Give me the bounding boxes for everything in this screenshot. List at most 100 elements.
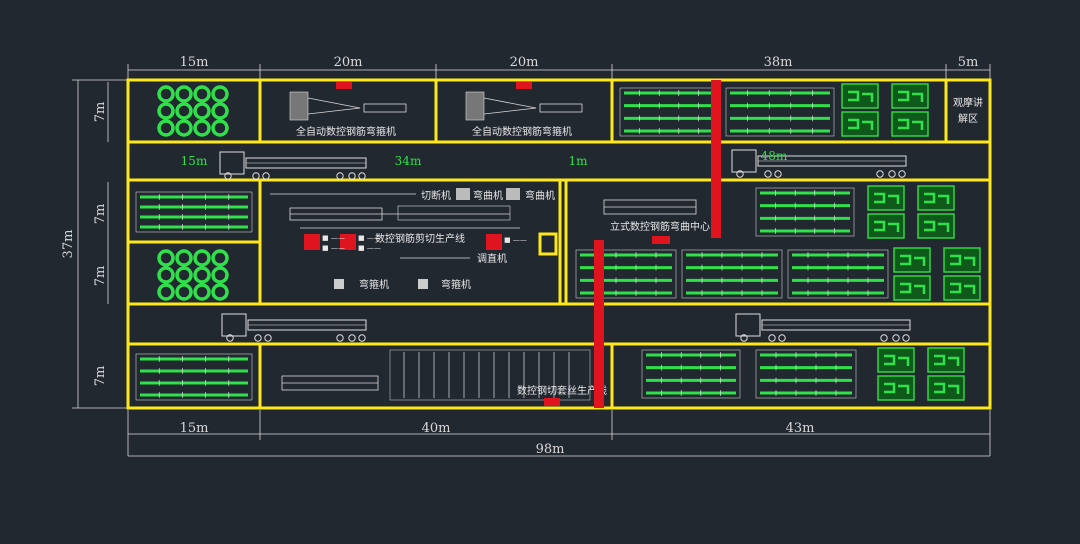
rebar-coil xyxy=(193,249,211,267)
vertical-bending-center: 立式数控钢筋弯曲中心 xyxy=(603,199,710,244)
dim-top-5: 5m xyxy=(958,55,979,70)
bender-1-label: 全自动数控钢筋弯箍机 xyxy=(296,125,396,138)
top-dimensions: 15m 20m 20m 38m 5m xyxy=(127,55,991,80)
bundle-frame xyxy=(681,249,783,299)
truck-cab xyxy=(221,313,247,337)
bundle-frame xyxy=(619,87,719,137)
dim-bottom-3: 43m xyxy=(786,421,815,436)
truck-wheel xyxy=(348,334,356,342)
straightener-label: 调直机 xyxy=(477,252,507,265)
rebar-coil xyxy=(157,249,175,267)
svg-text:■ ——: ■ —— xyxy=(504,236,527,244)
saw-threading-line: 数控钢切套丝生产线 xyxy=(281,349,607,406)
truck-wheel xyxy=(264,334,272,342)
truck-wheel xyxy=(892,334,900,342)
truck-wheel xyxy=(224,172,232,180)
rebar-coil xyxy=(211,119,229,137)
stirrup-bins xyxy=(841,83,981,401)
svg-text:■ ——: ■ —— xyxy=(322,244,345,252)
bender-machine-1: 全自动数控钢筋弯箍机 xyxy=(289,82,407,138)
truck-wheel xyxy=(778,334,786,342)
road-dim-4: 48m xyxy=(761,149,788,163)
stirrup xyxy=(900,282,926,294)
rebar-coil xyxy=(193,102,211,120)
stirrup xyxy=(884,354,910,366)
dim-top-3: 20m xyxy=(510,55,539,70)
dim-row-2: 7m xyxy=(93,204,108,225)
dim-top-1: 15m xyxy=(180,55,209,70)
truck-wheel xyxy=(226,334,234,342)
rebar-coil xyxy=(211,283,229,301)
zone-borders xyxy=(126,78,992,410)
dim-bottom-1: 15m xyxy=(180,421,209,436)
rebar-coil xyxy=(211,266,229,284)
rebar-coil-stack-1 xyxy=(157,85,229,137)
rebar-coil xyxy=(211,85,229,103)
bend-c-label: 弯箍机 xyxy=(359,278,389,291)
shear-production-line: 切断机 弯曲机 弯曲机 ■ —— ■ —— ■ —— ■ —— ■ —— 数控钢… xyxy=(270,188,555,291)
bundle-frame xyxy=(575,249,677,299)
bender-2-label: 全自动数控钢筋弯箍机 xyxy=(472,125,572,138)
bend-b-label: 弯曲机 xyxy=(525,189,555,202)
rebar-coil xyxy=(157,266,175,284)
stirrup xyxy=(950,254,976,266)
svg-text:■ ——: ■ —— xyxy=(358,234,381,242)
truck-cab xyxy=(731,149,757,173)
gantry-crane-2 xyxy=(594,240,604,408)
gantry-crane-1 xyxy=(711,80,721,238)
dim-left-total: 37m xyxy=(61,230,76,259)
bender-machine-2: 全自动数控钢筋弯箍机 xyxy=(465,82,583,138)
cutter-label: 切断机 xyxy=(421,189,451,202)
rebar-coil xyxy=(193,283,211,301)
truck-wheel xyxy=(888,170,896,178)
shear-line-label: 数控钢筋剪切生产线 xyxy=(375,232,465,245)
road-dimensions: 15m 34m 1m 48m xyxy=(181,149,788,168)
bundle-frame xyxy=(755,349,857,399)
stirrup xyxy=(924,192,950,204)
truck-wheel xyxy=(774,170,782,178)
truck-wheel xyxy=(254,334,262,342)
rebar-coil xyxy=(193,119,211,137)
truck-wheel xyxy=(336,334,344,342)
rest-area-label: 观摩讲解区 xyxy=(953,96,983,125)
rebar-coil xyxy=(175,119,193,137)
rebar-coil xyxy=(211,102,229,120)
vertical-center-label: 立式数控钢筋弯曲中心 xyxy=(610,220,710,233)
truck-wheel xyxy=(736,170,744,178)
truck-wheel xyxy=(358,172,366,180)
stirrup xyxy=(934,354,960,366)
bundle-frame xyxy=(135,191,253,233)
truck-wheel xyxy=(358,334,366,342)
stirrup xyxy=(950,282,976,294)
truck-wheel xyxy=(336,172,344,180)
trucks xyxy=(219,149,911,342)
road-dim-3: 1m xyxy=(568,154,588,168)
truck-wheel xyxy=(876,170,884,178)
stirrup-bin xyxy=(877,347,915,373)
rebar-coil xyxy=(175,85,193,103)
road-dim-1: 15m xyxy=(181,154,208,168)
rebar-coil-stack-2 xyxy=(157,249,229,301)
svg-text:■ ——: ■ —— xyxy=(322,234,345,242)
dim-top-2: 20m xyxy=(334,55,363,70)
truck-wheel xyxy=(740,334,748,342)
bundle-frame xyxy=(787,249,889,299)
rebar-coil xyxy=(157,85,175,103)
stirrup xyxy=(874,192,900,204)
truck-wheel xyxy=(898,170,906,178)
truck-wheel xyxy=(902,334,910,342)
rebar-coil xyxy=(175,266,193,284)
truck-wheel xyxy=(764,170,772,178)
stirrup xyxy=(924,220,950,232)
bundle-frame xyxy=(725,87,835,137)
bottom-dimensions: 15m 40m 43m 98m xyxy=(127,410,991,457)
bend-d-label: 弯箍机 xyxy=(441,278,471,291)
rebar-coil xyxy=(157,283,175,301)
rebar-coil xyxy=(157,102,175,120)
bundle-frame xyxy=(755,187,855,237)
stirrup xyxy=(900,254,926,266)
stirrup xyxy=(934,382,960,394)
stirrup xyxy=(874,220,900,232)
stirrup xyxy=(898,90,924,102)
